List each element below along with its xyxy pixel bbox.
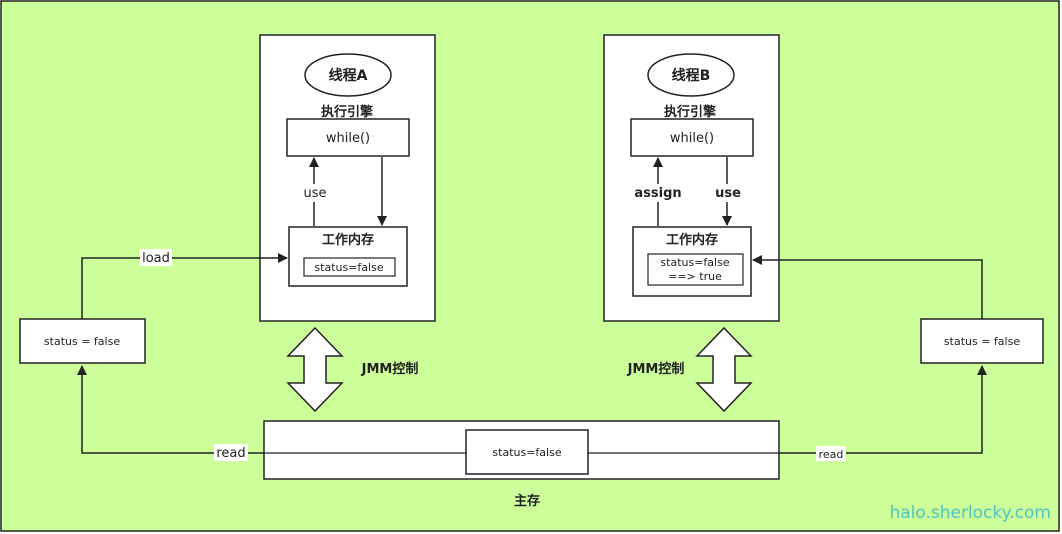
thread-b-title-ellipse <box>647 53 735 97</box>
thread-a-work-memory-label: 工作内存 <box>322 232 374 248</box>
thread-a-status-label: status=false <box>314 261 383 274</box>
left-status-label: status = false <box>44 335 120 348</box>
right-jmm-label: JMM控制 <box>627 361 685 377</box>
left-read-label: read <box>216 446 245 461</box>
thread-a-use-label: use <box>303 186 326 201</box>
thread-b-assign-label: assign <box>634 186 681 201</box>
right-load-connector <box>752 255 983 319</box>
thread-b-work-memory-label: 工作内存 <box>666 232 718 248</box>
thread-a-title: 线程A <box>329 67 368 84</box>
thread-a-group: 线程A 执行引擎 while() use 工作内存 status=false <box>259 34 436 322</box>
main-memory-status-box <box>465 429 589 475</box>
right-read-label: read <box>819 448 844 461</box>
thread-b-status-line1: status=false <box>660 256 729 269</box>
thread-a-loop-label: while() <box>326 131 370 146</box>
main-memory-status-label: status=false <box>492 446 561 459</box>
thread-b-use-label: use <box>715 186 741 201</box>
thread-b-title: 线程B <box>672 67 711 84</box>
left-status-box <box>19 318 146 364</box>
right-status-label: status = false <box>944 335 1020 348</box>
thread-b-group: 线程B 执行引擎 while() assign use 工作内存 status=… <box>603 34 780 322</box>
load-label: load <box>142 251 170 266</box>
left-jmm-double-arrow <box>286 326 344 413</box>
thread-a-status-box <box>303 257 396 277</box>
right-status-box <box>920 318 1044 364</box>
thread-b-status-line2: ==> true <box>668 270 722 283</box>
right-jmm-double-arrow <box>695 326 753 413</box>
main-memory-label: 主存 <box>514 493 540 509</box>
load-connector <box>81 253 288 319</box>
thread-a-engine-label: 执行引擎 <box>321 104 373 120</box>
left-jmm-label: JMM控制 <box>361 361 419 377</box>
thread-b-engine-label: 执行引擎 <box>664 104 716 120</box>
watermark: halo.sherlocky.com <box>889 503 1051 523</box>
thread-b-loop-label: while() <box>670 131 714 146</box>
thread-a-loop-box <box>286 118 410 157</box>
thread-b-status-box <box>647 253 744 286</box>
thread-b-loop-box <box>630 118 754 157</box>
thread-a-title-ellipse <box>304 53 392 97</box>
